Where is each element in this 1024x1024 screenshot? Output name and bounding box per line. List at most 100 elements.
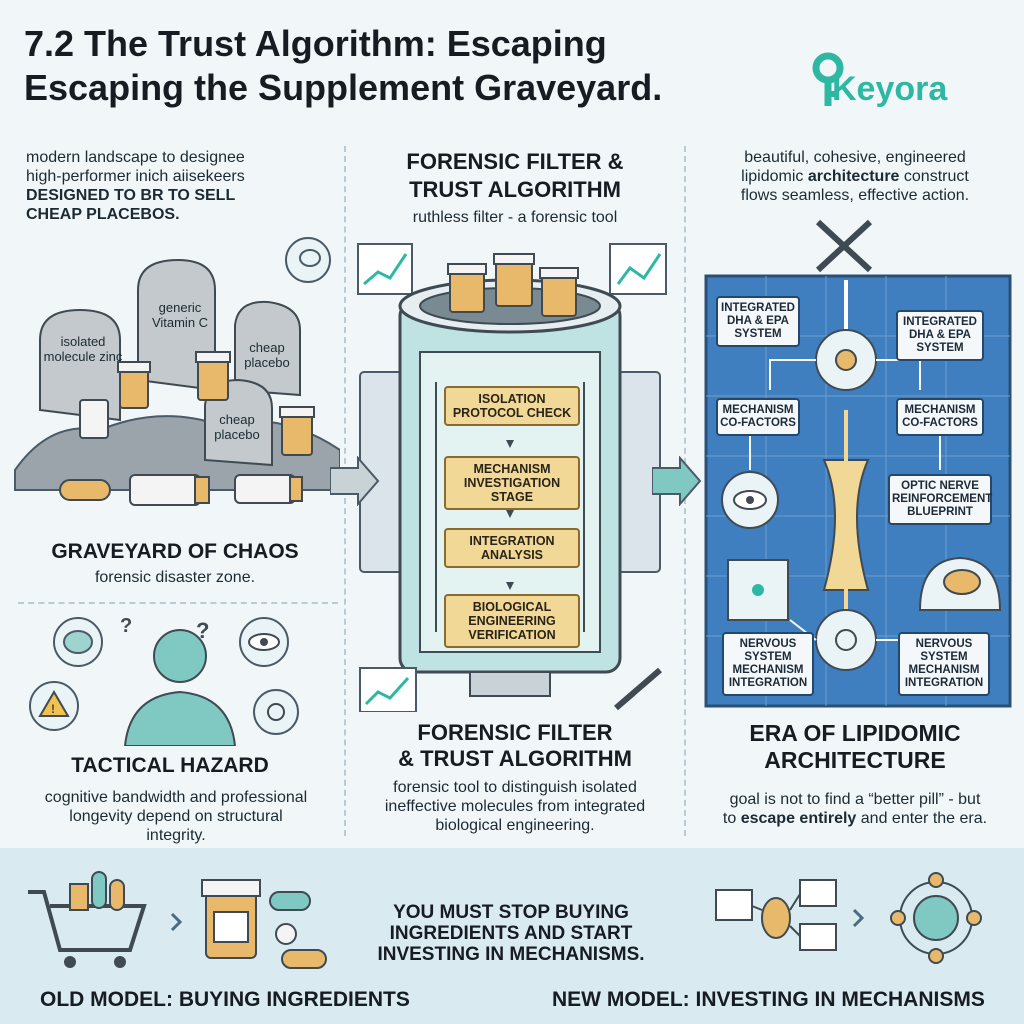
right-intro-line: flows seamless, effective action.: [740, 187, 970, 204]
blueprint-box-mechanism-right: MECHANISM CO-FACTORS: [896, 398, 984, 436]
title-line-2: Escaping the Supplement Graveyard.: [24, 67, 663, 108]
filter-heading-line: TRUST ALGORITHM: [409, 177, 621, 202]
filter-bottom-text-line: forensic tool to distinguish isolated: [393, 779, 637, 796]
old-model-illustration: [28, 871, 327, 969]
left-intro-line: modern landscape to designee: [26, 149, 245, 166]
hazard-heading: TACTICAL HAZARD: [71, 754, 269, 777]
graveyard-illustration: [14, 237, 340, 506]
left-intro-line: high-performer inich aiisekeers: [26, 168, 245, 185]
blueprint-box-dha-left: INTEGRATED DHA & EPA SYSTEM: [716, 296, 800, 347]
left-intro-line: CHEAP PLACEBOS.: [26, 206, 180, 223]
svg-text:!: !: [51, 702, 55, 716]
network-icon: [727, 559, 789, 621]
tombstone-label: isolated molecule zinc: [43, 334, 123, 364]
arrow-right-icon: [652, 456, 702, 506]
tombstone: [39, 308, 121, 422]
filter-step-mechanism: MECHANISM INVESTIGATION STAGE: [444, 456, 580, 510]
pen-icon: [614, 667, 662, 711]
tombstone: [234, 300, 301, 397]
brain-icon: [918, 556, 1002, 611]
gear-head-icon: [253, 689, 299, 735]
era-text: goal is not to find a “better pill” - bu…: [690, 790, 1020, 828]
filter-step-verification: BIOLOGICAL ENGINEERING VERIFICATION: [444, 594, 580, 648]
pill-bottle-icon: [201, 879, 261, 959]
svg-text:?: ?: [120, 615, 132, 637]
shopping-cart-icon: [28, 871, 147, 968]
hub-network-icon: [890, 872, 982, 964]
call-to-action-line: YOU MUST STOP BUYING: [393, 902, 629, 923]
blueprint-box-mechanism-left: MECHANISM CO-FACTORS: [716, 398, 800, 436]
era-heading-line: ARCHITECTURE: [764, 747, 946, 773]
pill-capsule-icon: [59, 479, 111, 501]
hazard-text-line: longevity depend on structural: [69, 808, 283, 825]
filter-heading-line: FORENSIC FILTER &: [406, 149, 624, 174]
left-intro-line: DESIGNED TO BR TO SELL: [26, 187, 236, 204]
warning-icon: !: [29, 681, 79, 731]
pill-bottle-icon: [539, 267, 579, 317]
pill-bottle-icon: [493, 253, 535, 307]
new-model-label: NEW MODEL: INVESTING IN MECHANISMS: [552, 988, 985, 1011]
graveyard-subtitle: forensic disaster zone.: [94, 569, 256, 586]
filter-step-integration: INTEGRATION ANALYSIS: [444, 528, 580, 568]
pill-bottle-icon: [279, 406, 315, 456]
blueprint-box-nervous-left: NERVOUS SYSTEM MECHANISM INTEGRATION: [722, 632, 814, 696]
era-heading-line: ERA OF LIPIDOMIC: [749, 720, 961, 746]
left-intro: modern landscape to designee high-perfor…: [26, 148, 336, 224]
eye-icon: [721, 471, 779, 529]
hazard-text: cognitive bandwidth and professional lon…: [14, 788, 338, 845]
chevron-right-icon: [170, 912, 183, 932]
filter-bottom-text-line: ineffective molecules from integrated: [384, 798, 646, 815]
pill-bottle-icon: [447, 263, 487, 313]
pill-capsule-icon: [269, 891, 327, 969]
chart-icon: [609, 243, 667, 295]
call-to-action-line: INGREDIENTS AND START: [389, 923, 633, 944]
eye-icon: [239, 617, 289, 667]
filter-bottom-heading: FORENSIC FILTER & TRUST ALGORITHM: [350, 720, 680, 772]
pen-icon: [815, 219, 873, 273]
person-silhouette-icon: [123, 629, 237, 746]
new-model-illustration: [715, 872, 982, 964]
pill-bottle-icon: [79, 399, 109, 439]
tombstone-label: cheap placebo: [214, 412, 260, 442]
blueprint-box-optic-nerve: OPTIC NERVE REINFORCEMENT BLUEPRINT: [888, 474, 992, 525]
target-icon: [815, 609, 877, 671]
chart-icon: [359, 667, 417, 712]
filter-bottom-text: forensic tool to distinguish isolated in…: [350, 778, 680, 835]
tombstone-label: cheap placebo: [244, 340, 290, 370]
right-intro-line: lipidomic architecture construct: [741, 168, 969, 185]
pill-bottle-icon: [129, 474, 210, 506]
blueprint-box-nervous-right: NERVOUS SYSTEM MECHANISM INTEGRATION: [898, 632, 990, 696]
brand-logo: Keyora: [806, 24, 1006, 114]
filter-bottom-heading-line: FORENSIC FILTER: [417, 720, 613, 745]
pill-bottle-icon: [234, 474, 303, 504]
chart-icon: [357, 243, 413, 295]
workflow-icon: [715, 879, 837, 951]
arrow-right-icon: [330, 456, 380, 506]
svg-text:?: ?: [196, 618, 209, 643]
brand-logo-text: Keyora: [832, 70, 948, 108]
pill-bottle-icon: [195, 351, 231, 401]
filter-bottom-text-line: biological engineering.: [435, 817, 595, 834]
footer-band: [0, 848, 1024, 1024]
brain-icon: [285, 237, 331, 283]
hazard-text-line: integrity.: [146, 827, 206, 844]
brain-icon: [53, 617, 103, 667]
blueprint-box-dha-right: INTEGRATED DHA & EPA SYSTEM: [896, 310, 984, 361]
chevron-right-icon: [852, 908, 865, 928]
right-intro: beautiful, cohesive, engineered lipidomi…: [690, 148, 1020, 205]
title-line-1: 7.2 The Trust Algorithm: Escaping: [24, 23, 607, 64]
question-mark-icon: ? ?: [120, 615, 209, 643]
filter-subtitle: ruthless filter - a forensic tool: [412, 209, 618, 226]
era-heading: ERA OF LIPIDOMIC ARCHITECTURE: [690, 720, 1020, 774]
hazard-illustration: ? ? !: [29, 615, 299, 746]
era-text-line: goal is not to find a “better pill” - bu…: [729, 791, 981, 808]
graveyard-heading: GRAVEYARD OF CHAOS: [51, 540, 299, 563]
old-model-label: OLD MODEL: BUYING INGREDIENTS: [40, 988, 410, 1011]
right-intro-line: beautiful, cohesive, engineered: [744, 149, 966, 166]
era-text-line: to escape entirely and enter the era.: [722, 810, 988, 827]
filter-heading: FORENSIC FILTER & TRUST ALGORITHM: [350, 148, 680, 204]
call-to-action-line: INVESTING IN MECHANISMS.: [377, 944, 645, 965]
filter-bottom-heading-line: & TRUST ALGORITHM: [398, 746, 632, 771]
call-to-action: YOU MUST STOP BUYING INGREDIENTS AND STA…: [356, 902, 666, 965]
hazard-text-line: cognitive bandwidth and professional: [44, 789, 308, 806]
